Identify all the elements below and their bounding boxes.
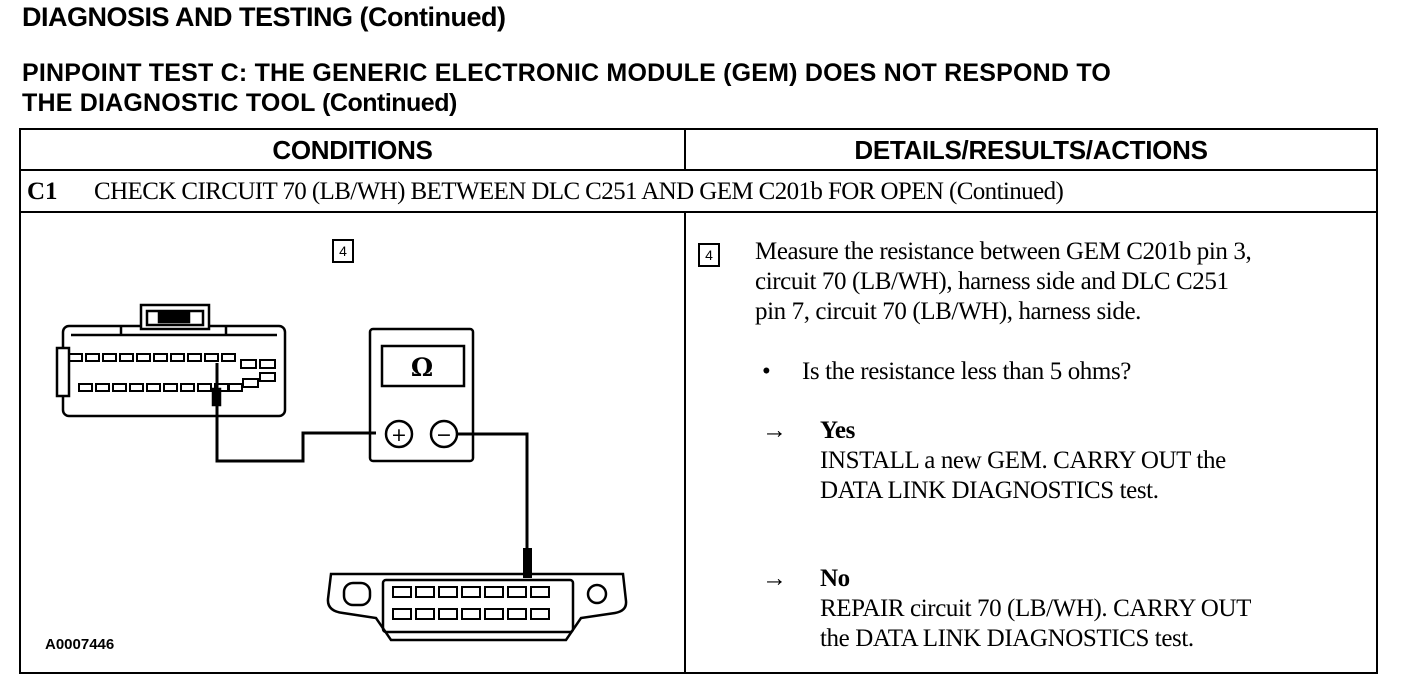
pinpoint-test-table: CONDITIONS DETAILS/RESULTS/ACTIONS C1 CH…	[19, 128, 1378, 674]
header-conditions: CONDITIONS	[21, 130, 686, 169]
conditions-cell: Ω + −	[21, 213, 686, 672]
details-cell: 4 Measure the resistance between GEM C20…	[686, 213, 1376, 672]
figure-step-number-box: 4	[332, 239, 354, 263]
test-title-continued: (Continued)	[315, 89, 457, 117]
instruction-line-3: pin 7, circuit 70 (LB/WH), harness side.	[755, 298, 1141, 325]
pinpoint-test-title: PINPOINT TEST C: THE GENERIC ELECTRONIC …	[22, 58, 1111, 118]
yes-action-line-2: DATA LINK DIAGNOSTICS test.	[820, 477, 1159, 504]
dlc-probe-lead	[457, 432, 529, 548]
dlc-connector-icon	[326, 572, 628, 642]
figure-id: A0007446	[45, 636, 115, 653]
no-label: No	[820, 565, 850, 592]
test-title-line1: PINPOINT TEST C: THE GENERIC ELECTRONIC …	[22, 59, 1111, 87]
no-arrow-icon: →	[762, 565, 787, 592]
details-step-number-box: 4	[698, 243, 720, 267]
step-title: CHECK CIRCUIT 70 (LB/WH) BETWEEN DLC C25…	[94, 178, 1064, 205]
no-action-line-1: REPAIR circuit 70 (LB/WH). CARRY OUT	[820, 595, 1251, 622]
ohm-symbol: Ω	[411, 353, 433, 382]
test-title-line2: THE DIAGNOSTIC TOOL	[22, 89, 316, 117]
question-text: Is the resistance less than 5 ohms?	[802, 358, 1131, 385]
step-body-row: Ω + −	[21, 213, 1376, 672]
gem-probe-lead	[215, 363, 376, 463]
bullet-icon: •	[762, 358, 771, 385]
yes-action-line-1: INSTALL a new GEM. CARRY OUT the	[820, 447, 1226, 474]
table-header-row: CONDITIONS DETAILS/RESULTS/ACTIONS	[21, 130, 1376, 171]
ohmmeter-icon	[368, 327, 475, 463]
yes-arrow-icon: →	[762, 417, 787, 444]
step-row: C1 CHECK CIRCUIT 70 (LB/WH) BETWEEN DLC …	[21, 171, 1376, 213]
gem-connector-icon	[55, 303, 287, 418]
step-code: C1	[27, 178, 58, 205]
instruction-line-2: circuit 70 (LB/WH), harness side and DLC…	[755, 268, 1229, 295]
wiring-diagram: Ω + −	[55, 303, 628, 642]
no-action-line-2: the DATA LINK DIAGNOSTICS test.	[820, 625, 1194, 652]
minus-terminal-symbol: −	[436, 424, 452, 446]
page-heading: DIAGNOSIS AND TESTING (Continued)	[22, 2, 506, 32]
dlc-probe-tip	[523, 548, 532, 578]
instruction-line-1: Measure the resistance between GEM C201b…	[755, 238, 1252, 265]
plus-terminal-symbol: +	[391, 424, 407, 446]
header-details-results-actions: DETAILS/RESULTS/ACTIONS	[854, 135, 1208, 165]
yes-label: Yes	[820, 417, 855, 444]
